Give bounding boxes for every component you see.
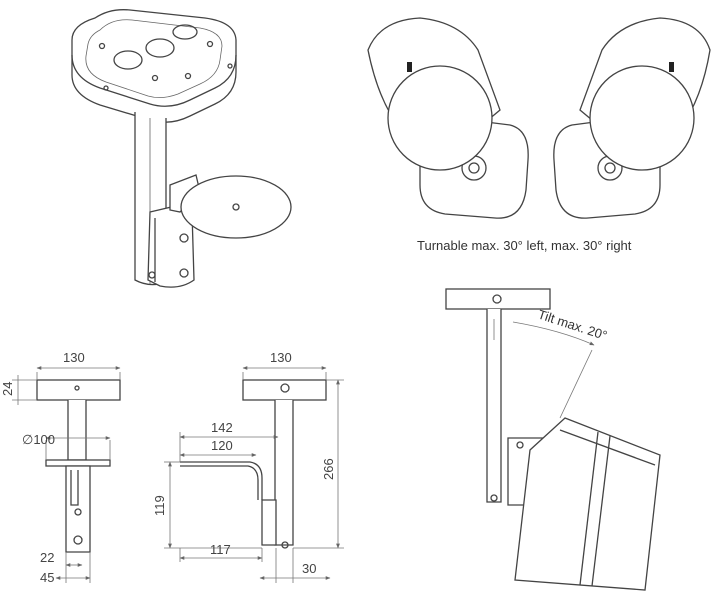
tilt-caption: Tilt max. 20° (536, 307, 609, 343)
side-d120-label: 120 (211, 438, 233, 453)
rotation-views-drawing (367, 17, 711, 219)
front-width-label: 130 (63, 350, 85, 365)
side-d119-label: 119 (152, 495, 167, 516)
isometric-mount-drawing (71, 9, 292, 288)
side-view-dimensions (164, 366, 344, 583)
side-d30-label: 30 (302, 561, 316, 576)
front-height-label: 24 (0, 382, 15, 396)
front-d45-label: 45 (40, 570, 54, 585)
front-diameter-label: ∅100 (22, 432, 55, 447)
side-height-label: 266 (321, 458, 336, 480)
turn-caption: Turnable max. 30° left, max. 30° right (417, 238, 632, 253)
front-view-dimensions (12, 366, 121, 583)
side-view-drawing (180, 379, 327, 549)
tilt-view-drawing (445, 288, 661, 591)
side-d142-label: 142 (211, 420, 233, 435)
side-d117-label: 117 (210, 542, 231, 557)
front-d22-label: 22 (40, 550, 54, 565)
side-width-label: 130 (270, 350, 292, 365)
front-view-drawing (36, 379, 121, 553)
